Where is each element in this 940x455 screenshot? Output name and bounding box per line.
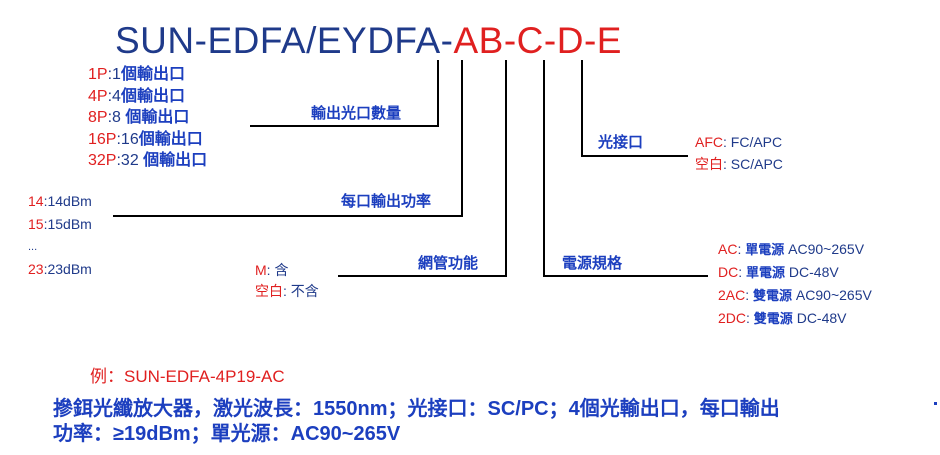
connector-line-c-horizontal (338, 275, 507, 277)
connector-options: AFC: FC/APC 空白: SC/APC (695, 131, 783, 175)
supply-label: 電源規格 (562, 255, 623, 272)
connector-line-e-vertical (581, 60, 583, 157)
power-option: 14:14dBm (28, 193, 92, 209)
ports-option: 1P:1個輸出口 (88, 66, 185, 83)
connector-label: 光接口 (598, 134, 644, 151)
ports-option: 16P:16個輸出口 (88, 130, 203, 148)
model-code-fields: AB-C-D-E (453, 20, 622, 61)
supply-option: 2DC: 雙電源 DC-48V (718, 310, 847, 326)
network-option: M: 含 (255, 262, 289, 278)
network-options: M: 含 空白: 不含 (255, 260, 319, 302)
connector-line-b-horizontal (113, 215, 463, 217)
power-option-ellipsis: ... (28, 241, 38, 253)
network-option: 空白: 不含 (255, 283, 319, 299)
ports-options: 1P:1個輸出口 4P:4個輸出口 8P:8 個輸出口 16P:16個輸出口 3… (88, 64, 207, 172)
connector-line-b-vertical (461, 60, 463, 217)
supply-option: DC: 單電源 DC-48V (718, 264, 839, 280)
power-option: 15:15dBm (28, 216, 92, 232)
ports-option: 4P:4個輸出口 (88, 87, 185, 105)
connector-line-d-horizontal (543, 275, 708, 277)
connector-option: AFC: FC/APC (695, 134, 783, 150)
example-label: 例：SUN-EDFA-4P19-AC (90, 367, 285, 386)
connector-line-c-vertical (505, 60, 507, 277)
power-label: 每口輸出功率 (341, 193, 432, 210)
connector-line-ab-vertical (437, 60, 439, 127)
ports-label: 輸出光口數量 (311, 105, 402, 122)
network-label: 網管功能 (418, 255, 479, 272)
connector-option: 空白: SC/APC (695, 156, 783, 172)
connector-line-e-horizontal (581, 155, 688, 157)
model-prefix: SUN-EDFA/EYDFA- (115, 20, 454, 61)
decorative-dot (934, 402, 937, 405)
supply-options: AC: 單電源 AC90~265V DC: 單電源 DC-48V 2AC: 雙電… (718, 238, 872, 330)
model-code-title: SUN-EDFA/EYDFA-AB-C-D-E (115, 20, 622, 62)
power-option: 23:23dBm (28, 261, 92, 277)
connector-line-d-vertical (543, 60, 545, 277)
ports-option: 8P:8 個輸出口 (88, 109, 190, 126)
ports-option: 32P:32 個輸出口 (88, 152, 208, 169)
supply-option: 2AC: 雙電源 AC90~265V (718, 287, 872, 303)
connector-line-ab-horizontal (250, 125, 439, 127)
supply-option: AC: 單電源 AC90~265V (718, 241, 865, 257)
example-description-line1: 摻鉺光纖放大器，激光波長：1550nm；光接口：SC/PC；4個光輸出口，每口輸… (53, 398, 780, 420)
example-description-line2: 功率：≥19dBm；單光源：AC90~265V (53, 423, 401, 445)
power-options: 14:14dBm 15:15dBm ... 23:23dBm (28, 190, 92, 281)
